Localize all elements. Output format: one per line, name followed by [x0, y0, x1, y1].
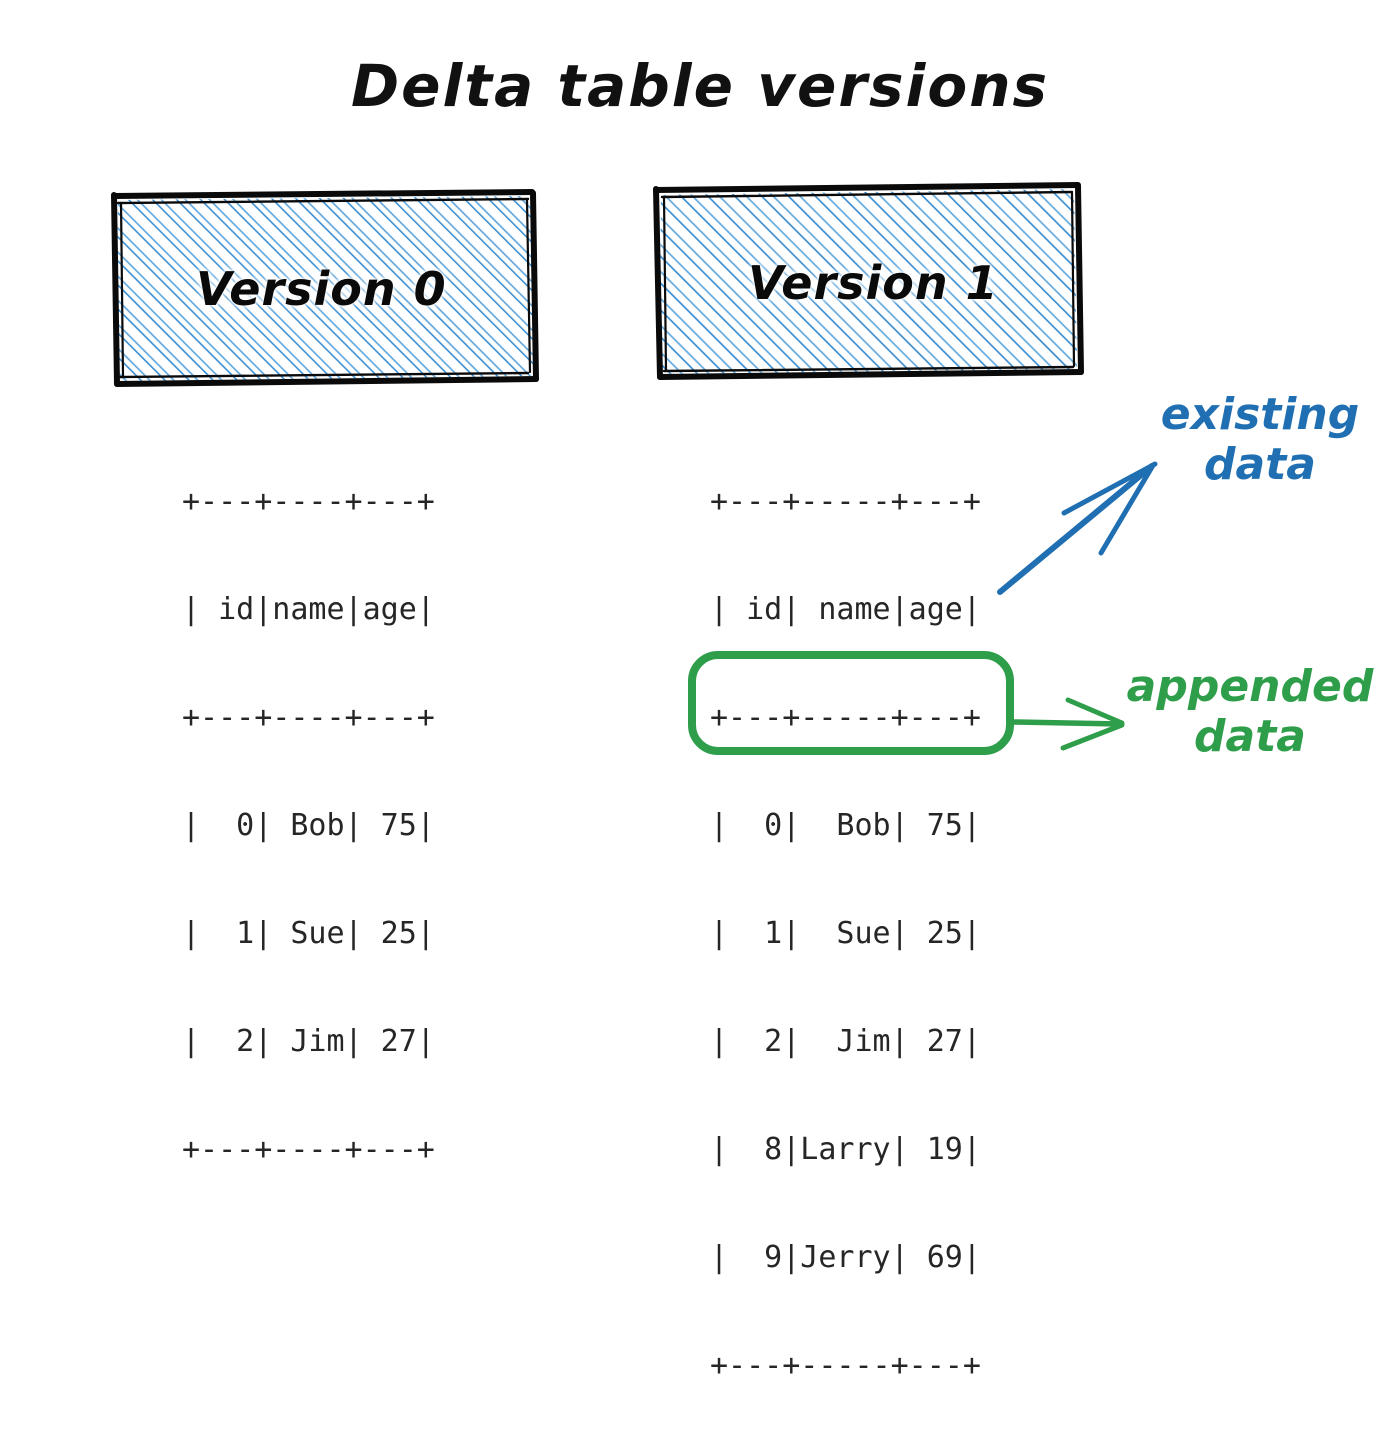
- appended-rows-highlight-rect: [688, 651, 1014, 755]
- table-row: | 0| Bob| 75|: [182, 808, 435, 843]
- table-divider: +---+----+---+: [182, 700, 435, 735]
- version-1-label: Version 1: [748, 256, 999, 310]
- sketch-layer: [111, 182, 1158, 755]
- appended-rows-highlight: [688, 651, 1014, 755]
- version-0-label: Version 0: [196, 262, 447, 316]
- appended-data-annotation: appended data: [1126, 661, 1374, 762]
- page-title: Delta table versions: [350, 52, 1050, 120]
- table-divider: +---+----+---+: [182, 1132, 435, 1167]
- table-row: | 1| Sue| 25|: [182, 916, 435, 951]
- existing-data-arrow: [997, 461, 1158, 595]
- table-divider: +---+-----+---+: [710, 1348, 981, 1383]
- version-1-box-fill: [659, 189, 1077, 374]
- version-0-box-fill: [116, 196, 533, 381]
- table-row: | 2| Jim| 27|: [182, 1024, 435, 1059]
- version-0-table: +---+----+---+ | id|name|age| +---+----+…: [182, 412, 435, 1240]
- version-1-box[interactable]: [653, 182, 1084, 380]
- table-row: | 8|Larry| 19|: [710, 1132, 981, 1167]
- appended-data-arrow: [1010, 697, 1125, 751]
- table-row: | 1| Sue| 25|: [710, 916, 981, 951]
- table-divider: +---+-----+---+: [710, 700, 981, 735]
- table-row: | 0| Bob| 75|: [710, 808, 981, 843]
- version-0-box-border: [111, 189, 539, 387]
- diagram-canvas: Delta table versions: [111, 52, 1374, 1383]
- table-divider: +---+----+---+: [182, 484, 435, 519]
- table-divider: +---+-----+---+: [710, 484, 981, 519]
- existing-data-annotation: existing data: [1160, 389, 1360, 490]
- table-header: | id|name|age|: [182, 592, 435, 627]
- version-1-box-border: [653, 182, 1084, 380]
- version-1-table: +---+-----+---+ | id| name|age| +---+---…: [710, 412, 981, 1456]
- table-row: | 9|Jerry| 69|: [710, 1240, 981, 1275]
- table-row: | 2| Jim| 27|: [710, 1024, 981, 1059]
- table-header: | id| name|age|: [710, 592, 981, 627]
- version-0-box[interactable]: [111, 189, 539, 387]
